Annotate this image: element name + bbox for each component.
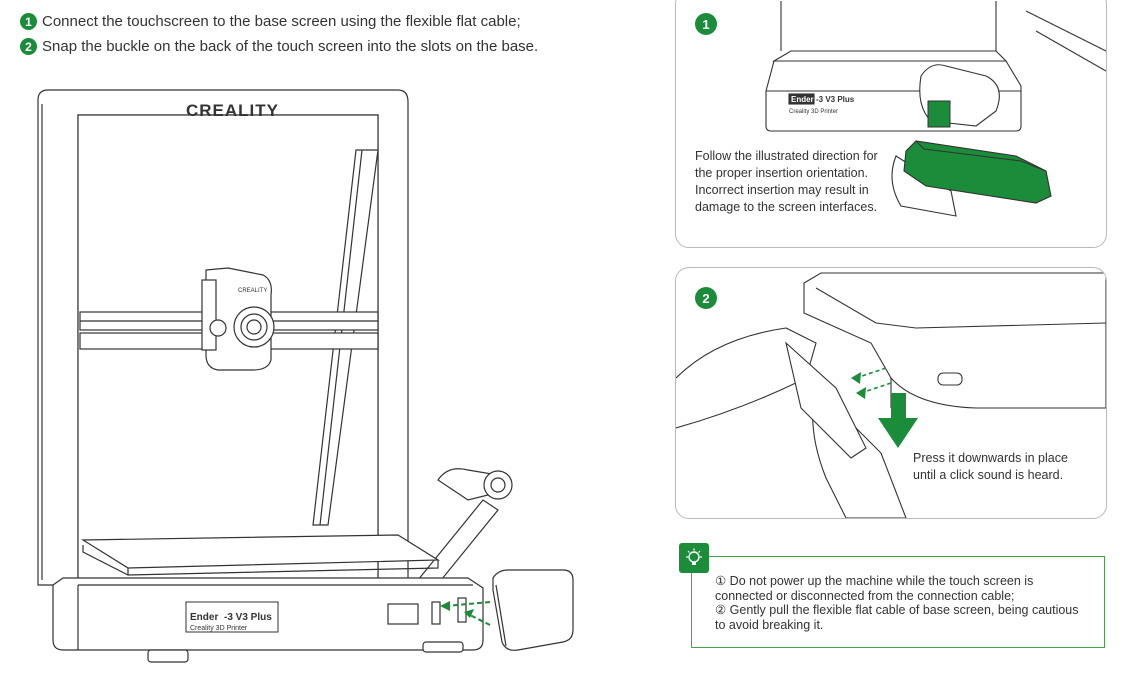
step-panel-2: 2 Press it downwards in place until a cl… xyxy=(675,267,1107,519)
panel-2-note: Press it downwards in place until a clic… xyxy=(913,451,1068,482)
model-name: -3 V3 Plus xyxy=(224,612,272,623)
model-subtitle: Creality 3D Printer xyxy=(190,625,248,632)
instruction-step-1: 1 Connect the touchscreen to the base sc… xyxy=(20,13,521,30)
instruction-step-2: 2 Snap the buckle on the back of the tou… xyxy=(20,38,538,55)
printer-brand-logo: CREALITY xyxy=(186,101,279,120)
panel-1-illustration: Ender -3 V3 Plus Creality 3D Printer xyxy=(765,1,1106,217)
tip-box: ① Do not power up the machine while the … xyxy=(679,543,1105,648)
panel-model-name: -3 V3 Plus xyxy=(816,95,855,104)
panel-model-subtitle: Creality 3D Printer xyxy=(789,109,838,115)
tip-text: ① Do not power up the machine while the … xyxy=(715,574,1085,632)
lightbulb-icon xyxy=(679,543,709,573)
printer-illustration: CREALITY CREALITY Ender -3 V3 Plus Creal… xyxy=(37,89,574,663)
panel-model-badge: Ender xyxy=(791,95,814,104)
instruction-text: Snap the buckle on the back of the touch… xyxy=(42,38,539,55)
tip-line-1: ① Do not power up the machine while the … xyxy=(715,574,1034,603)
panel-2-illustration xyxy=(676,272,1106,518)
instruction-text: Connect the touchscreen to the base scre… xyxy=(42,13,521,30)
step-number-badge: 1 xyxy=(20,13,37,30)
panel-number-badge: 2 xyxy=(695,287,717,309)
tip-line-2: ② Gently pull the flexible flat cable of… xyxy=(715,603,1079,632)
step-number-badge: 2 xyxy=(20,38,37,55)
toolhead-logo: CREALITY xyxy=(238,288,267,294)
panel-1-note: Follow the illustrated direction for the… xyxy=(695,149,878,214)
panel-number-badge: 1 xyxy=(695,13,717,35)
step-panel-1: Ender -3 V3 Plus Creality 3D Printer 1 F… xyxy=(675,0,1107,248)
model-badge: Ender xyxy=(190,612,218,623)
